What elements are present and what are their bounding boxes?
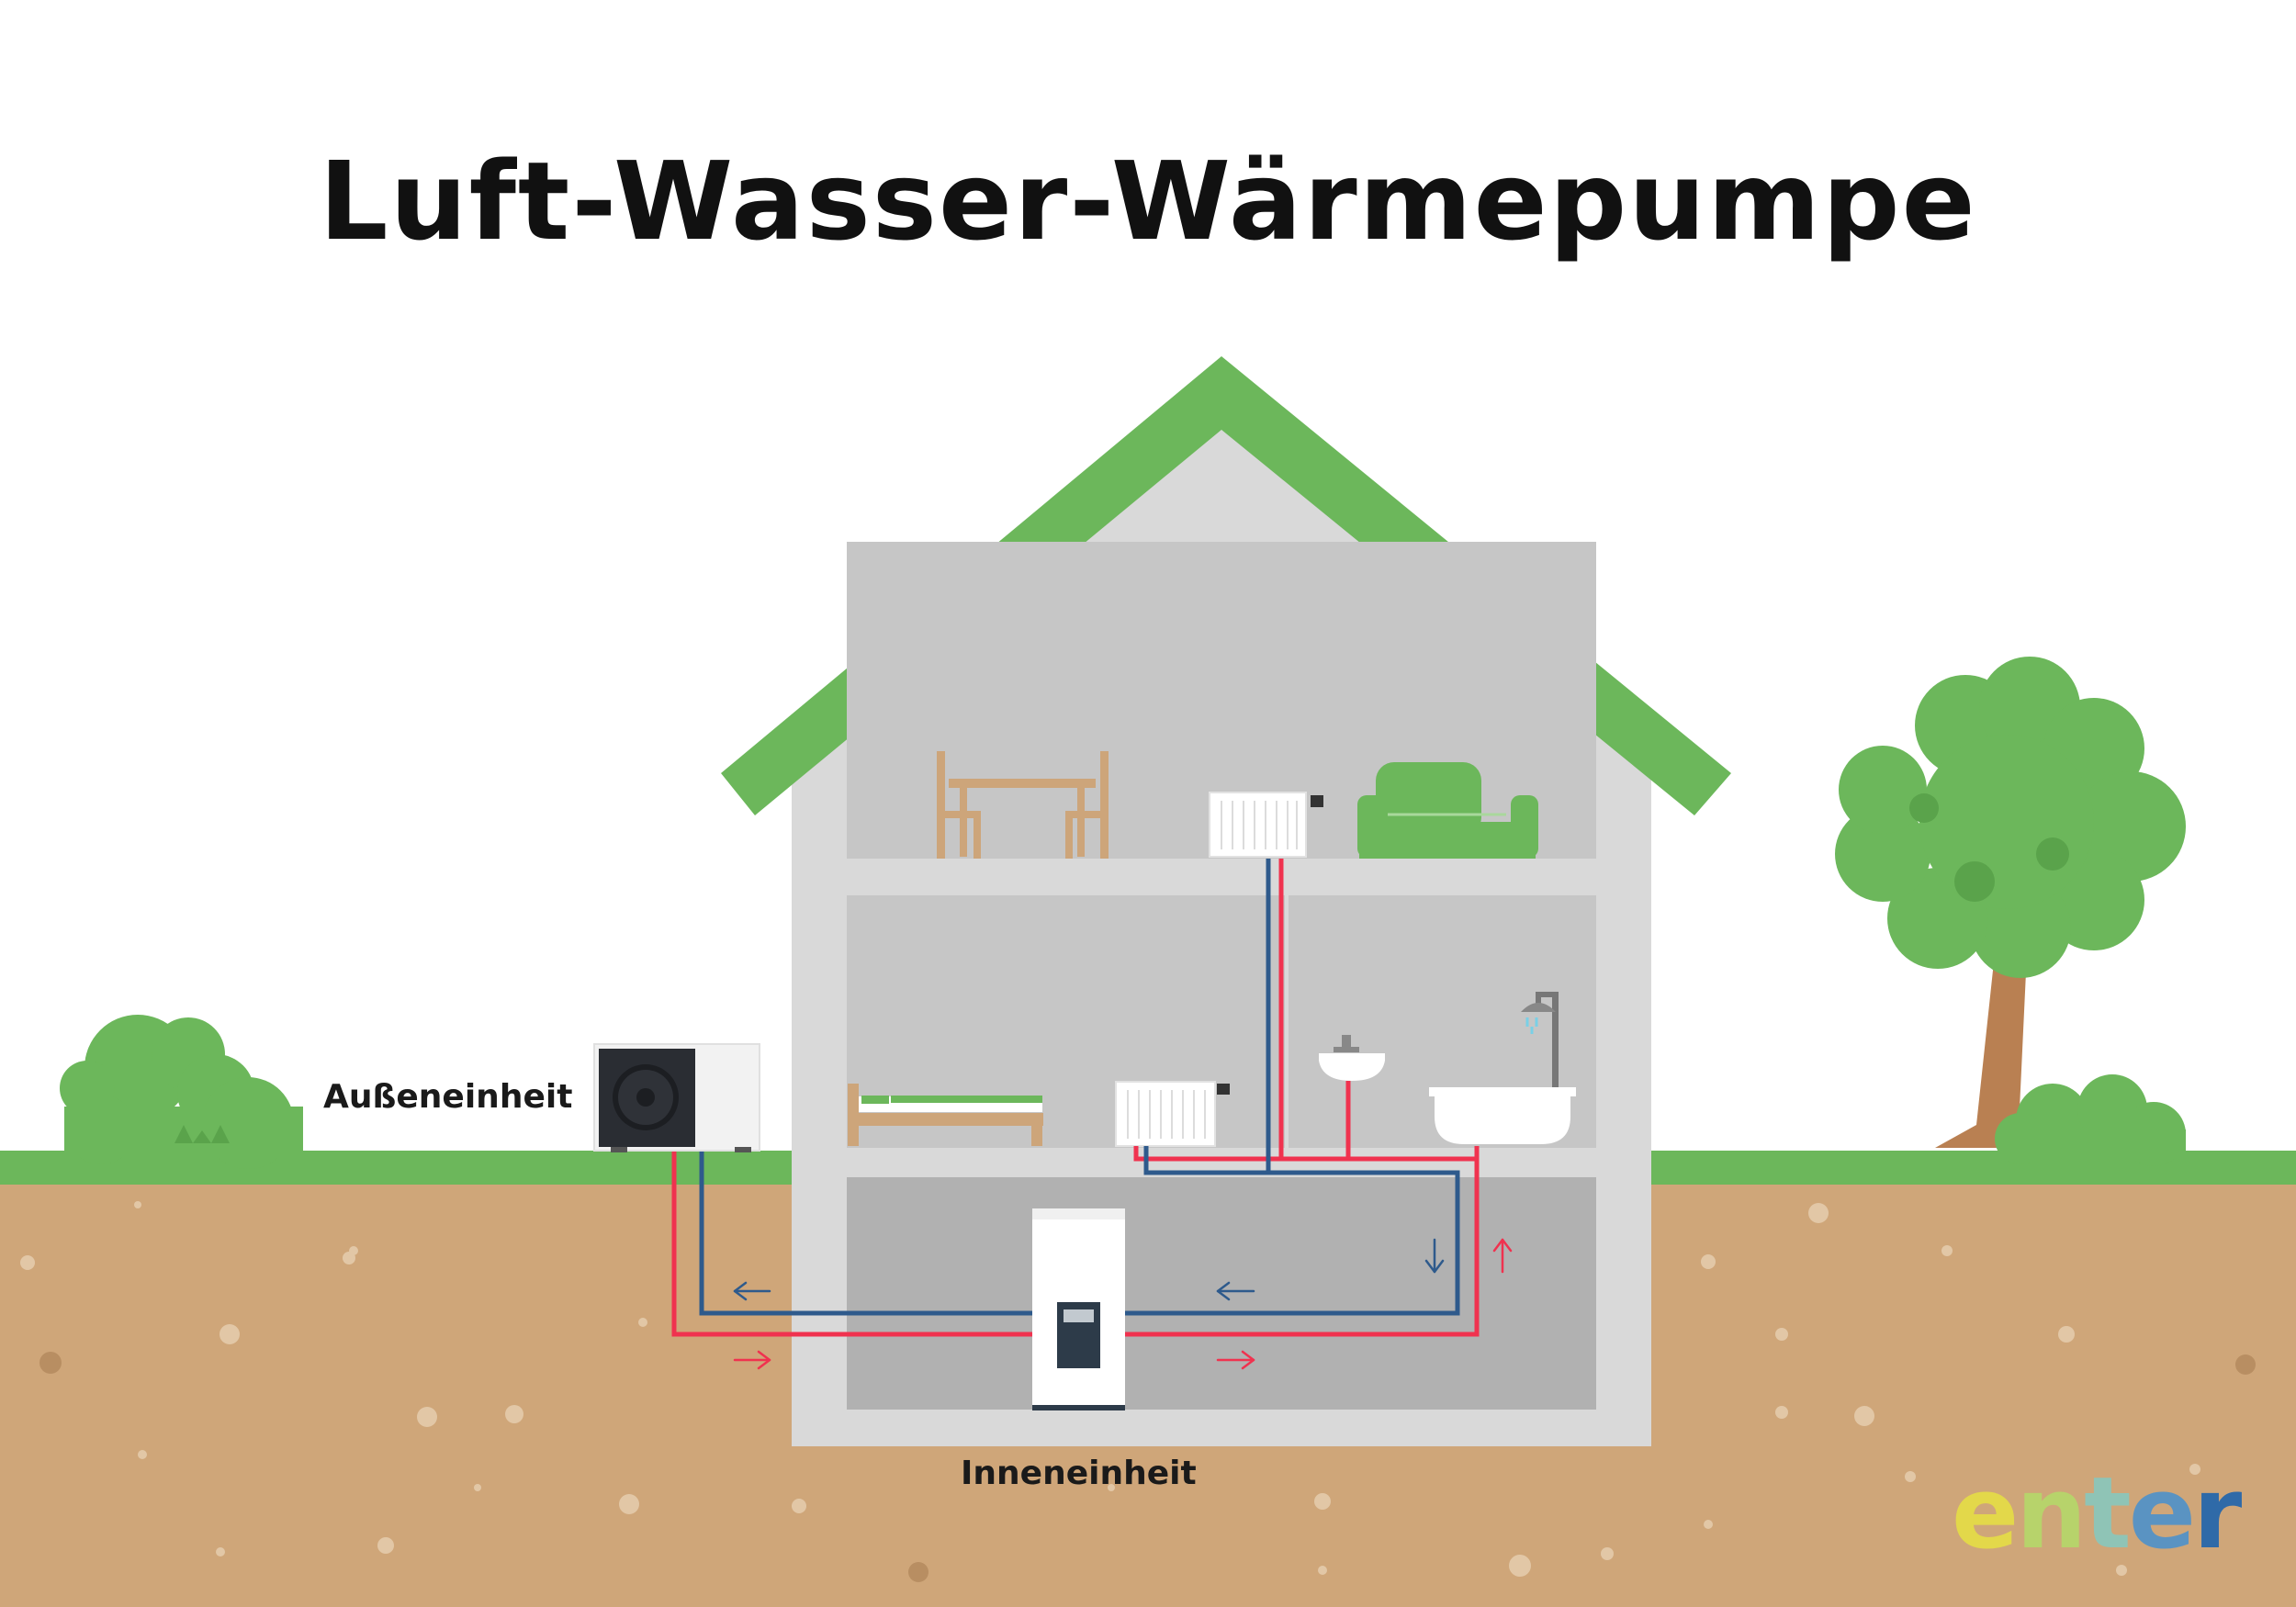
arrow-left-icon <box>1216 1281 1255 1301</box>
logo-letter: n <box>2016 1456 2087 1571</box>
table-icon <box>949 779 1096 857</box>
heat-pump-indoor-icon <box>1032 1208 1125 1410</box>
outdoor-unit-label: Außeneinheit <box>323 1078 573 1116</box>
heat-pump-outdoor-icon <box>593 1043 760 1152</box>
arrow-right-icon <box>1216 1350 1255 1370</box>
bush-shade <box>174 1125 230 1143</box>
sink-icon <box>1319 1035 1385 1081</box>
shower-icon <box>1521 992 1559 1088</box>
flow-arrows <box>733 1238 1513 1370</box>
arrow-right-icon <box>733 1350 771 1370</box>
logo-letter: t <box>2084 1456 2132 1571</box>
logo-letter: e <box>2128 1456 2196 1571</box>
tree-crown <box>1835 657 2186 978</box>
radiator-icon <box>1115 1081 1230 1147</box>
pipes <box>671 859 1480 1337</box>
logo-letter: r <box>2193 1456 2242 1571</box>
bush-icon <box>60 1015 303 1169</box>
enter-logo: enter <box>1952 1465 2242 1564</box>
radiator-icon <box>1209 792 1323 858</box>
tree-shade <box>1909 793 2069 902</box>
page-title: Luft-Wasser-Wärmepumpe <box>319 138 1977 264</box>
house <box>721 356 1731 1446</box>
logo-letter: e <box>1952 1456 2019 1571</box>
indoor-unit-label: Inneneinheit <box>961 1455 1197 1492</box>
arrow-down-icon <box>1424 1238 1445 1274</box>
bed-icon <box>848 1084 1043 1146</box>
bush-right-icon <box>1995 1074 2186 1166</box>
arrow-left-icon <box>733 1281 771 1301</box>
pipe-cold <box>699 1146 1460 1316</box>
pipe-hot-rad <box>1133 1146 1281 1162</box>
soil-stones <box>20 1201 2256 1582</box>
tree-icon <box>1835 657 2186 1148</box>
chair-icon <box>937 751 1109 859</box>
sofa-icon <box>1357 762 1538 859</box>
bathtub-icon <box>1429 1087 1576 1144</box>
arrow-up-icon <box>1492 1238 1513 1274</box>
